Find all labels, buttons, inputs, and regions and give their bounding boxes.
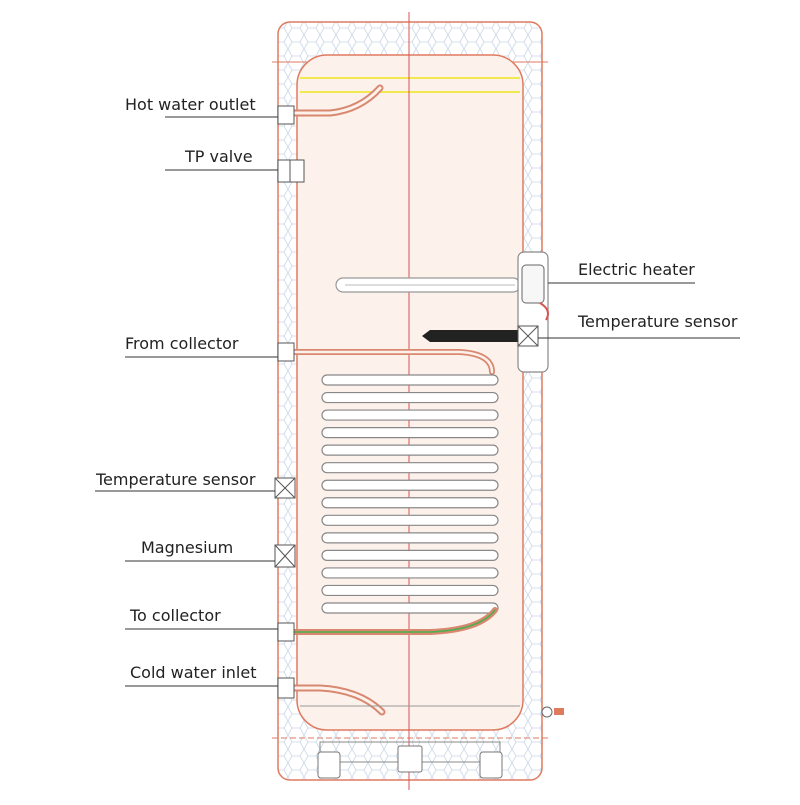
coil-turn (321, 479, 499, 491)
coil-turn (321, 444, 499, 456)
coil-turn (321, 514, 499, 526)
cold-inlet-fitting (277, 677, 295, 699)
from-collector-fitting (277, 342, 295, 362)
sensor-probe (422, 330, 518, 342)
drain-valve-tip (554, 708, 564, 715)
label-cold-water-inlet: Cold water inlet (130, 663, 256, 682)
base-foot-center (397, 745, 423, 773)
heat-exchanger-coil (321, 374, 499, 614)
sensor-right-x2 (517, 325, 539, 347)
label-from-collector: From collector (125, 334, 239, 353)
coil-turn (321, 374, 499, 386)
label-temperature-sensor-left: Temperature sensor (95, 470, 256, 489)
coil-turn (321, 427, 499, 439)
coil-turn (321, 409, 499, 421)
coil-turn (321, 391, 499, 404)
label-electric-heater: Electric heater (578, 260, 695, 279)
cold-inlet-pipe-inner (288, 686, 384, 714)
to-collector-fitting (277, 622, 295, 642)
base-foot-left (317, 751, 341, 779)
heater-wire (539, 302, 549, 321)
base-foot-right (479, 751, 503, 779)
hot-outlet-fitting (277, 105, 295, 125)
electric-heater-cap (521, 264, 545, 304)
anode-x2 (274, 544, 296, 568)
coil-turn (321, 602, 499, 614)
coil-turn (321, 497, 499, 509)
coil-turn (321, 567, 499, 579)
hot-outlet-pipe-inner (288, 86, 382, 115)
coil-turn (321, 549, 499, 561)
label-magnesium: Magnesium (141, 538, 233, 557)
label-tp-valve: TP valve (184, 147, 253, 166)
to-collector-line (290, 609, 496, 633)
label-to-collector: To collector (129, 606, 221, 625)
from-collector-pipe-inner (288, 350, 494, 374)
coil-turn (321, 584, 499, 597)
coil-turn (321, 532, 499, 544)
sensor-left-x2 (274, 477, 296, 499)
coil-turn (321, 462, 499, 474)
tp-valve-fitting (277, 159, 305, 183)
label-temperature-sensor-right: Temperature sensor (577, 312, 738, 331)
label-hot-water-outlet: Hot water outlet (125, 95, 256, 114)
drain-valve (541, 706, 553, 718)
